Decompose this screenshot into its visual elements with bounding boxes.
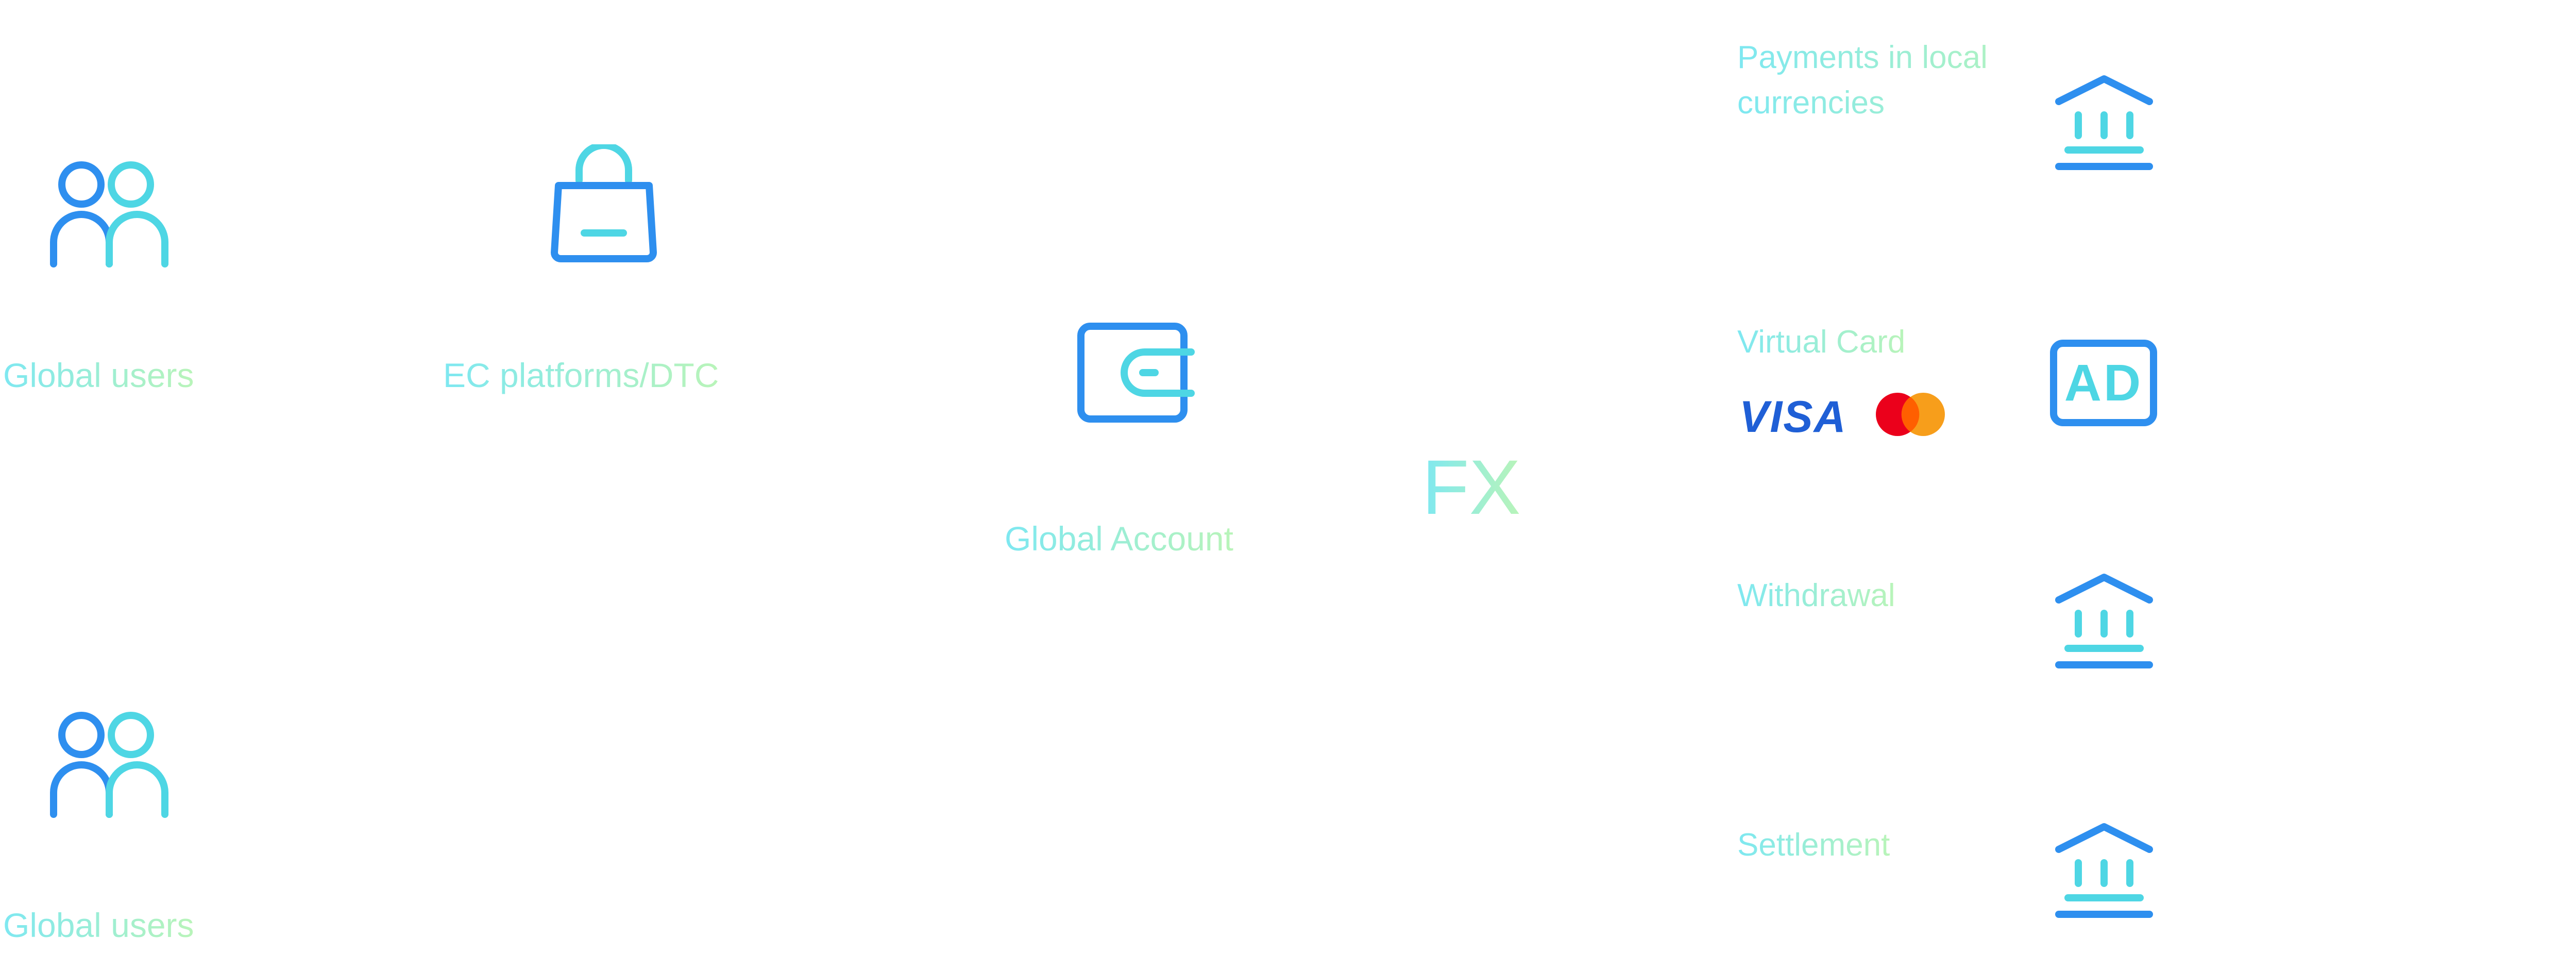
mastercard-logo	[1874, 389, 1946, 440]
global-users-label: Global users	[3, 355, 194, 396]
users-icon	[49, 155, 173, 273]
shopping-bag-icon	[547, 144, 660, 268]
ad-card-text: AD	[2064, 354, 2143, 412]
withdrawal-label: Withdrawal	[1737, 573, 1895, 618]
bank-icon	[2053, 823, 2156, 920]
fx-label: FX	[1422, 444, 1521, 530]
payments-label: Payments in local currencies	[1737, 35, 2057, 126]
settlement-label: Settlement	[1737, 823, 1890, 868]
ec-platforms-label: EC platforms/DTC	[443, 355, 719, 396]
wallet-icon	[1077, 322, 1195, 425]
ad-card-icon: AD	[2049, 339, 2158, 427]
users-icon	[49, 705, 173, 824]
global-users-label: Global users	[3, 905, 194, 946]
global-account-label: Global Account	[1005, 518, 1233, 559]
bank-icon	[2053, 573, 2156, 671]
virtual-card-label: Virtual Card	[1737, 320, 1905, 365]
visa-logo-text: VISA	[1739, 392, 1847, 442]
bank-icon	[2053, 75, 2156, 173]
visa-logo: VISA	[1739, 394, 1847, 440]
